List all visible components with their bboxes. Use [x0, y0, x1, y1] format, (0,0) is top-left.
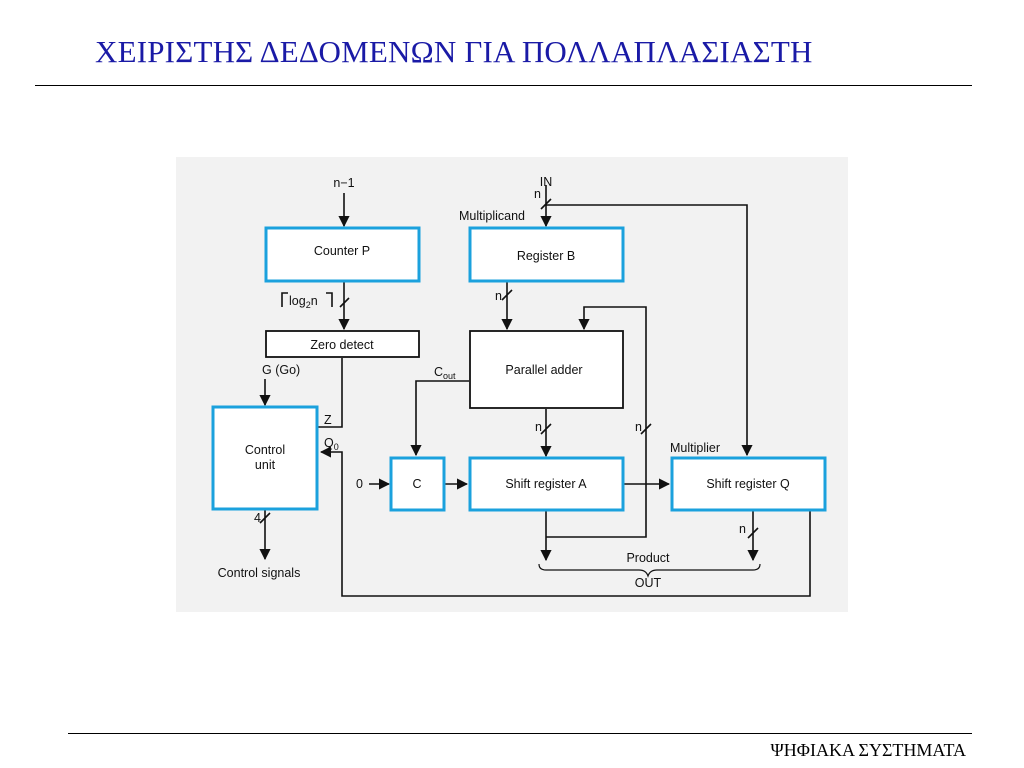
control-unit-label-line1: Control [245, 443, 285, 457]
wire-a-feedback-to-adder [546, 306, 647, 538]
bus-mark-adder [540, 423, 552, 435]
n-adder-out-label: n [535, 420, 542, 434]
n-b-label: n [495, 289, 502, 303]
slide-footer: ΨΗΦΙΑΚΑ ΣΥΣΤΗΜΑΤΑ [770, 740, 966, 760]
shift-register-a-label: Shift register A [505, 477, 587, 491]
shift-register-a-block [468, 456, 625, 512]
multiplier-datapath-diagram: Counter P Register B Zero detect Paralle… [176, 157, 848, 612]
zero-detect-block [265, 330, 420, 358]
parallel-adder-block [469, 330, 624, 409]
wires [259, 185, 811, 597]
bus-mark-q [747, 527, 759, 539]
out-label: OUT [635, 576, 662, 590]
parallel-adder-label: Parallel adder [505, 363, 582, 377]
n-q-out-label: n [739, 522, 746, 536]
product-brace [538, 563, 761, 578]
slide-title: ΧΕΙΡΙΣΤΗΣ ΔΕΔΟΜΕΝΩΝ ΓΙΑ ΠΟΛΛΑΠΛΑΣΙΑΣΤΗ [95, 34, 813, 69]
c-flipflop-block [389, 456, 446, 512]
four-label: 4 [254, 511, 261, 525]
bus-mark-log [339, 297, 350, 308]
in-label: IN [540, 175, 553, 189]
multiplier-label: Multiplier [670, 441, 720, 455]
z-label: Z [324, 413, 332, 427]
n-in-label: n [534, 187, 541, 201]
shift-register-q-block [670, 456, 827, 512]
log-label: log2n [289, 294, 318, 310]
footer-divider [68, 733, 972, 734]
n-minus-1-label: n−1 [333, 176, 354, 190]
register-b-label: Register B [517, 249, 575, 263]
zero-detect-label: Zero detect [310, 338, 374, 352]
wire-in-to-shift-q [546, 204, 753, 457]
ceil-bracket-right [326, 292, 333, 307]
control-unit-label-line2: unit [255, 458, 276, 472]
wire-q0-feedback [319, 446, 811, 597]
bus-mark-feedback [640, 423, 652, 435]
bus-mark-in [540, 198, 552, 210]
control-unit-block [211, 405, 319, 511]
wire-cout-to-c [410, 380, 469, 457]
g-go-label: G (Go) [262, 363, 300, 377]
register-b-block [468, 226, 625, 283]
zero-input-label: 0 [356, 477, 363, 491]
wire-zero-to-z [318, 358, 343, 428]
q0-label: Q0 [324, 436, 339, 452]
counter-p-label: Counter P [314, 244, 370, 258]
bus-mark-control [259, 512, 271, 524]
counter-p-block [264, 226, 421, 283]
shift-register-q-label: Shift register Q [706, 477, 790, 491]
control-signals-label: Control signals [218, 566, 301, 580]
title-divider [35, 85, 972, 86]
c-label: C [412, 477, 421, 491]
ceil-bracket-left [281, 292, 288, 307]
bus-mark-b [501, 289, 513, 301]
multiplicand-label: Multiplicand [459, 209, 525, 223]
product-label: Product [626, 551, 670, 565]
c-out-label: Cout [434, 365, 456, 381]
n-feedback-label: n [635, 420, 642, 434]
